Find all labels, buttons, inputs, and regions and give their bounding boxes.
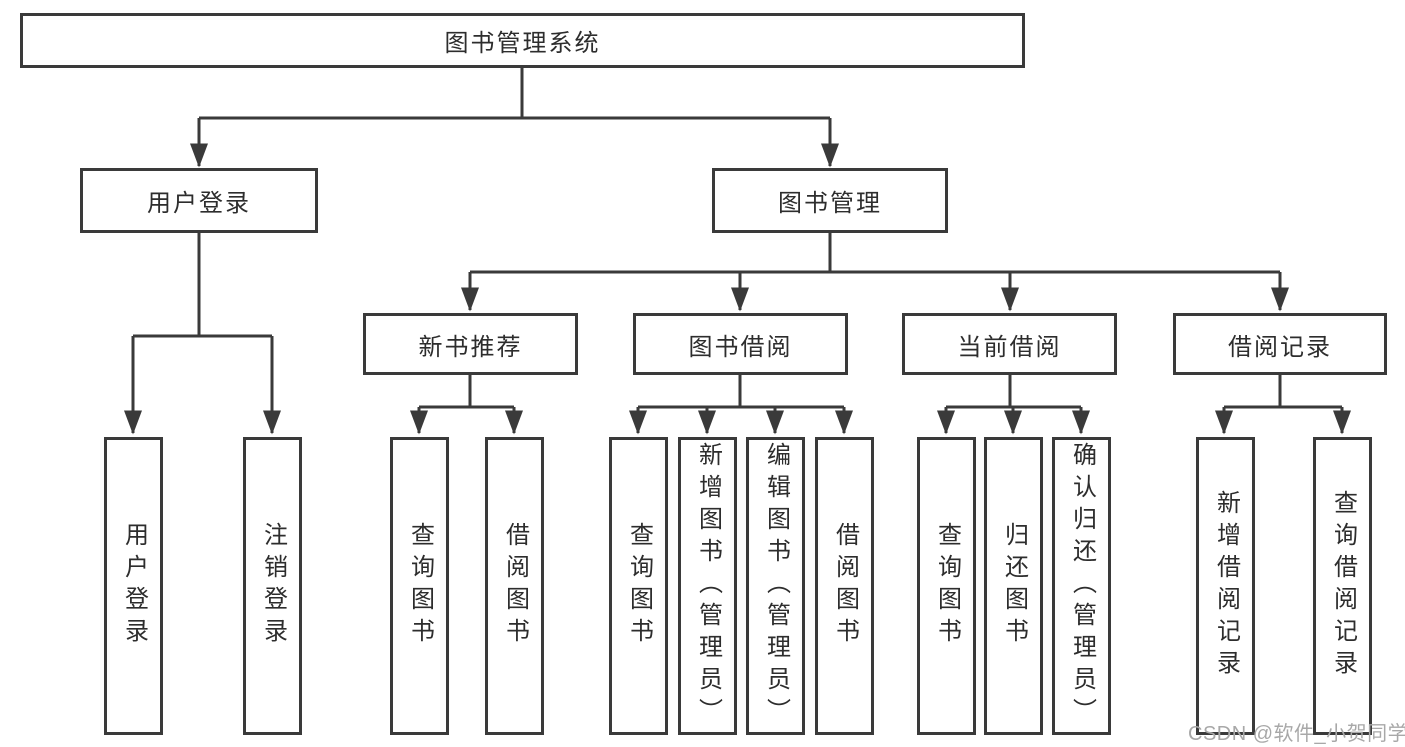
leaf-return-books: 归还图书	[984, 437, 1043, 735]
node-library-management-system: 图书管理系统	[20, 13, 1025, 68]
watermark: CSDN @软件_小贺同学	[1188, 723, 1405, 745]
leaf-query-books-recommend: 查询图书	[390, 437, 449, 735]
node-user-login: 用户登录	[80, 168, 318, 233]
leaf-borrow-books: 借阅图书	[815, 437, 874, 735]
node-book-management: 图书管理	[712, 168, 948, 233]
node-book-borrowing: 图书借阅	[633, 313, 848, 375]
leaf-borrow-books-recommend: 借阅图书	[485, 437, 544, 735]
leaf-edit-books-admin: 编辑图书（管理员）	[746, 437, 805, 735]
leaf-query-borrow-record: 查询借阅记录	[1313, 437, 1372, 735]
node-current-borrowing: 当前借阅	[902, 313, 1117, 375]
leaf-logout: 注销登录	[243, 437, 302, 735]
node-borrowing-records: 借阅记录	[1173, 313, 1387, 375]
leaf-add-books-admin: 新增图书（管理员）	[678, 437, 737, 735]
leaf-add-borrow-record: 新增借阅记录	[1196, 437, 1255, 735]
node-new-book-recommend: 新书推荐	[363, 313, 578, 375]
leaf-query-books-current: 查询图书	[917, 437, 976, 735]
leaf-confirm-return-admin: 确认归还（管理员）	[1052, 437, 1111, 735]
leaf-user-login: 用户登录	[104, 437, 163, 735]
leaf-query-books-borrowing: 查询图书	[609, 437, 668, 735]
